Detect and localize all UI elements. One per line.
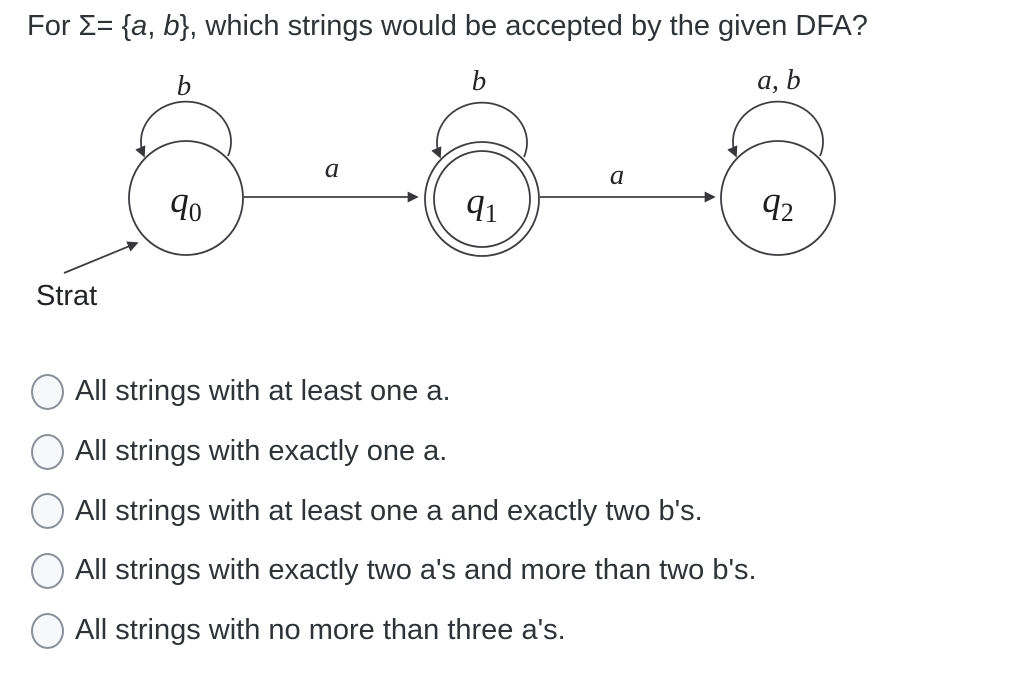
- q1-self-loop-label: b: [472, 65, 487, 97]
- answer-options: All strings with at least one a. All str…: [31, 362, 1006, 660]
- option-label-2[interactable]: All strings with exactly one a.: [75, 435, 448, 468]
- option-label-5[interactable]: All strings with no more than three a's.: [75, 614, 566, 647]
- state-q1-outer-circle: [424, 141, 540, 257]
- option-label-1[interactable]: All strings with at least one a.: [75, 375, 451, 408]
- radio-option-2[interactable]: [31, 433, 64, 470]
- title-text-end: }, which strings would be accepted by th…: [179, 10, 868, 42]
- q0-self-loop-arrow: [135, 100, 232, 158]
- title-text-start: For Σ= {: [27, 10, 132, 42]
- option-row-1[interactable]: All strings with at least one a.: [31, 362, 1006, 422]
- title-symbol-a: a: [131, 10, 148, 42]
- title-symbol-b: b: [163, 10, 180, 42]
- title-text-comma: ,: [147, 10, 164, 42]
- radio-option-4[interactable]: [31, 552, 64, 589]
- state-q1-inner-circle: [433, 150, 531, 248]
- q0-self-loop-label: b: [177, 70, 192, 102]
- state-q0-label: q0: [170, 180, 202, 227]
- option-row-3[interactable]: All strings with at least one a and exac…: [31, 481, 1006, 541]
- question-title: For Σ= {a, b}, which strings would be ac…: [27, 9, 868, 44]
- transition-q0-q1-label: a: [325, 152, 340, 184]
- q1-self-loop-arrow: [431, 101, 528, 159]
- radio-option-1[interactable]: [31, 373, 64, 410]
- radio-option-5[interactable]: [31, 612, 64, 649]
- option-row-4[interactable]: All strings with exactly two a's and mor…: [31, 541, 1006, 601]
- state-q2-circle: [720, 140, 836, 256]
- state-q1-label: q1: [466, 181, 498, 228]
- radio-option-3[interactable]: [31, 493, 64, 530]
- transition-q1-q2-label: a: [610, 159, 625, 191]
- q2-self-loop-arrow: [727, 100, 824, 158]
- start-arrow-label: Strat: [36, 280, 97, 312]
- state-q2-label: q2: [762, 180, 794, 227]
- state-q0-circle: [128, 140, 244, 256]
- option-row-2[interactable]: All strings with exactly one a.: [31, 422, 1006, 482]
- q2-self-loop-label: a, b: [757, 64, 801, 96]
- option-label-3[interactable]: All strings with at least one a and exac…: [75, 494, 703, 527]
- start-arrow: [63, 241, 139, 274]
- option-row-5[interactable]: All strings with no more than three a's.: [31, 601, 1006, 661]
- option-label-4[interactable]: All strings with exactly two a's and mor…: [75, 554, 757, 587]
